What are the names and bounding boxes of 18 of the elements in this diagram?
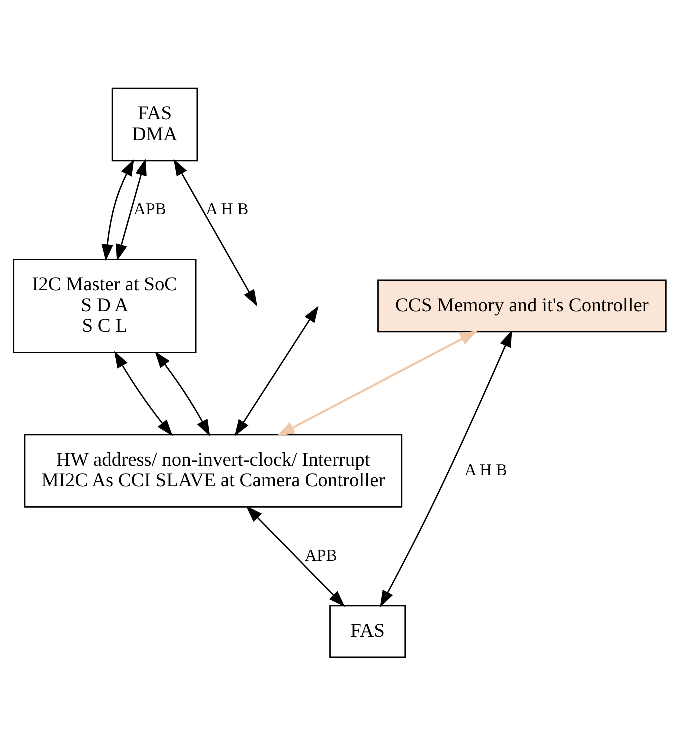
edge-label: A H B [464, 460, 508, 479]
node-box: I2C Master at SoC S D A S C L [13, 258, 197, 354]
edge-label: APB [304, 545, 338, 564]
arrow [174, 158, 258, 306]
edge-label: A H B [206, 199, 249, 218]
arrow [276, 330, 478, 436]
node-box: FAS [330, 604, 406, 658]
arrow [116, 158, 147, 261]
arrow [246, 505, 346, 607]
node-box: FAS DMA [112, 87, 198, 162]
arrow [114, 350, 173, 436]
arrow [380, 330, 512, 607]
edge-label: APB [134, 199, 166, 218]
arrow [234, 305, 319, 436]
arrow [155, 351, 210, 436]
node-box: HW address/ non-invert-clock/ Interrupt MI2C As CCI SLAVE at Camera Controller [24, 434, 403, 508]
node-box: CCS Memory and it's Controller [378, 279, 667, 332]
arrow [102, 158, 134, 261]
